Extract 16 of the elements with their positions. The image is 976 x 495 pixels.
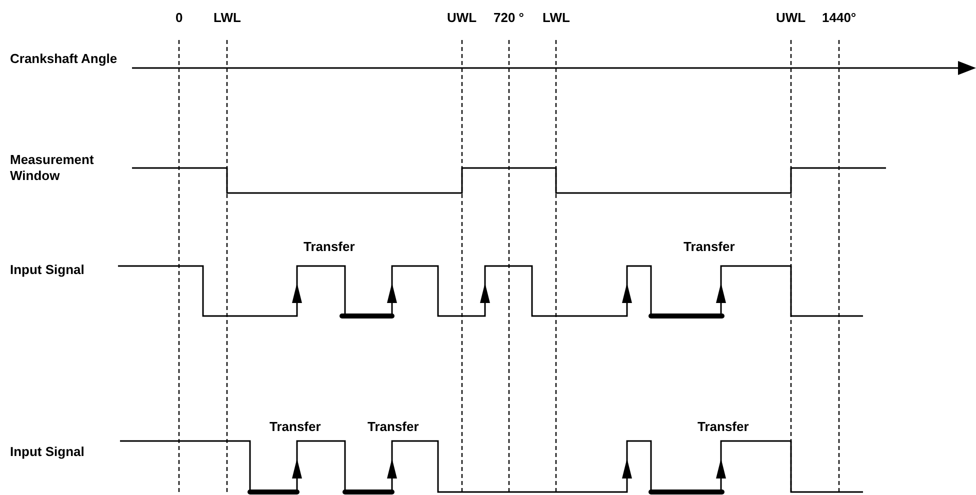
angle-marker-label: LWL <box>214 10 241 26</box>
angle-marker-label: 1440° <box>822 10 856 26</box>
angle-marker-label: UWL <box>776 10 806 26</box>
angle-marker-label: 0 <box>176 10 183 26</box>
row-label: Crankshaft Angle <box>10 51 118 67</box>
angle-marker-label: LWL <box>542 10 570 26</box>
angle-marker-label: 720 ° <box>494 10 524 26</box>
transfer-label: Transfer <box>304 239 355 255</box>
transfer-label: Transfer <box>698 419 749 435</box>
transfer-label: Transfer <box>368 419 419 435</box>
row-label: Input Signal <box>10 444 86 460</box>
angle-marker-label: UWL <box>447 10 477 26</box>
row-label: Input Signal <box>10 262 86 278</box>
transfer-label: Transfer <box>270 419 321 435</box>
transfer-label: Transfer <box>684 239 735 255</box>
row-label: Measurement Window <box>10 152 95 184</box>
